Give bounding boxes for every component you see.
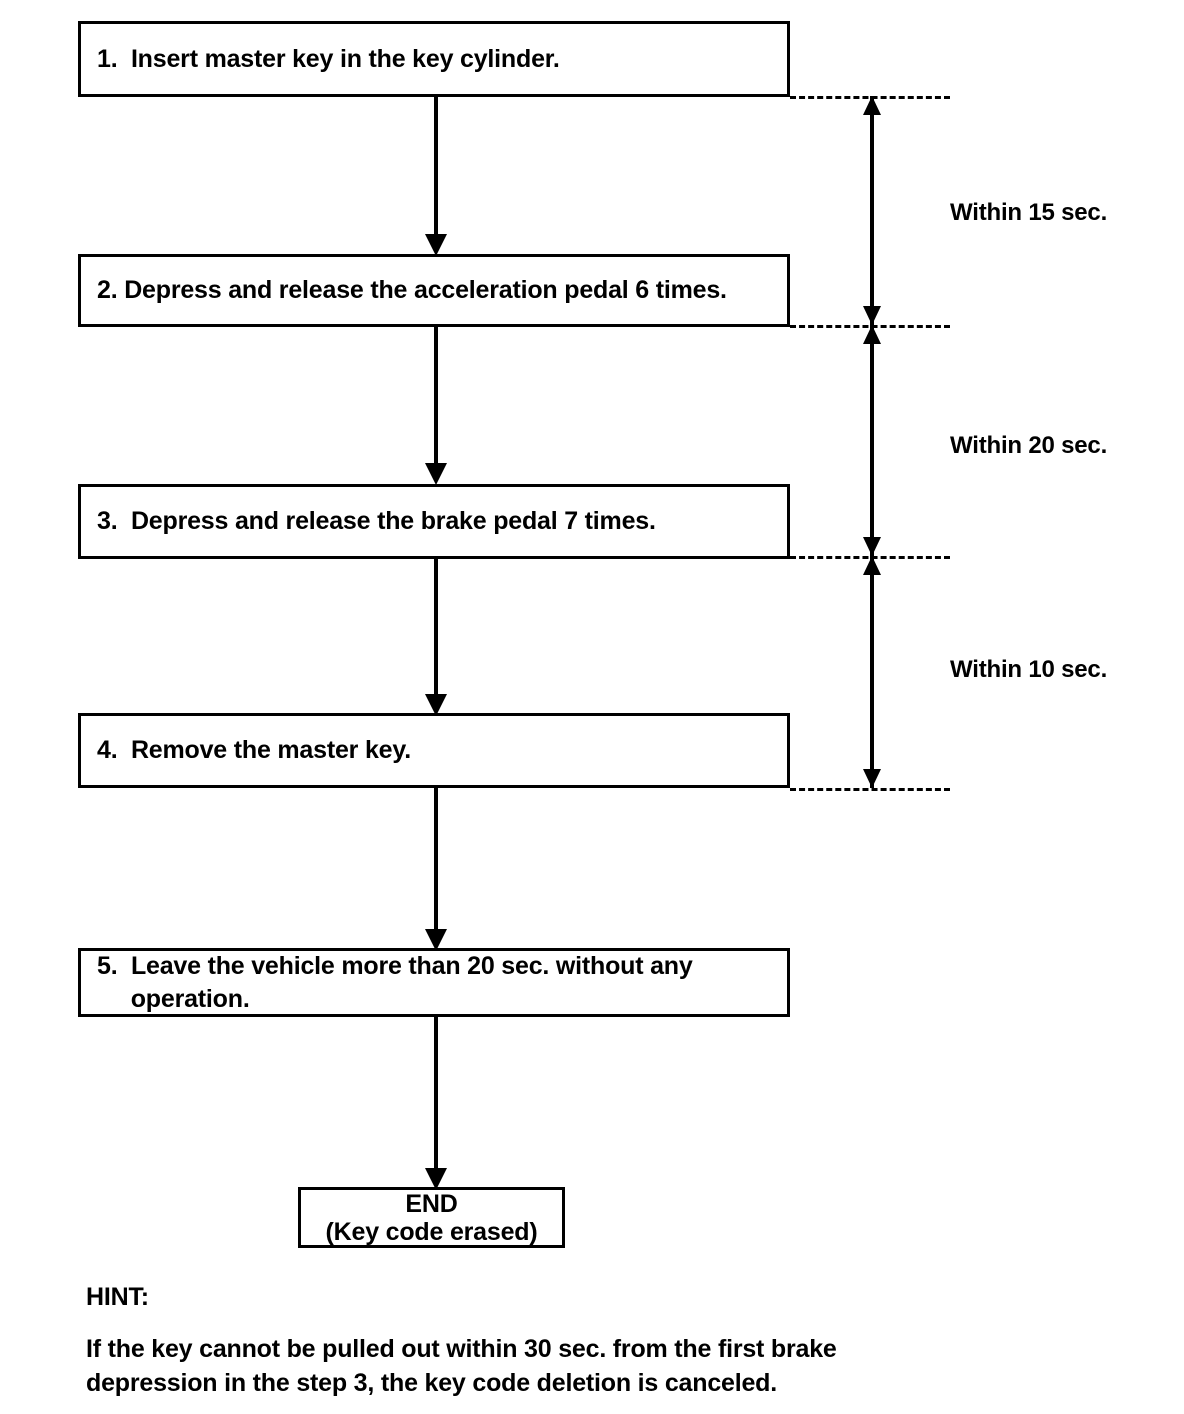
arrowhead-up-icon — [863, 96, 881, 115]
connector-step4-to-step5 — [425, 786, 447, 951]
dimension-shaft — [870, 96, 874, 325]
arrowhead-down-icon — [425, 694, 447, 716]
arrowhead-up-icon — [863, 325, 881, 344]
dimension-arrow-within-10-sec — [863, 556, 881, 788]
connector-shaft — [434, 786, 438, 931]
arrowhead-down-icon — [863, 306, 881, 325]
hint-body: If the key cannot be pulled out within 3… — [86, 1335, 837, 1397]
end-label-primary: END — [405, 1189, 458, 1218]
timing-label-within-20-sec: Within 20 sec. — [950, 432, 1108, 459]
connector-step2-to-step3 — [425, 325, 447, 485]
step-label-3: 3. Depress and release the brake pedal 7… — [97, 507, 656, 536]
step-box-5[interactable]: 5. Leave the vehicle more than 20 sec. w… — [78, 948, 790, 1017]
dimension-arrow-within-15-sec — [863, 96, 881, 325]
step-box-1[interactable]: 1. Insert master key in the key cylinder… — [78, 21, 790, 97]
dimension-shaft — [870, 556, 874, 788]
step-box-4[interactable]: 4. Remove the master key. — [78, 713, 790, 788]
connector-shaft — [434, 556, 438, 696]
step-label-5: 5. Leave the vehicle more than 20 sec. w… — [97, 952, 693, 1013]
connector-shaft — [434, 325, 438, 465]
timing-label-within-15-sec: Within 15 sec. — [950, 199, 1108, 226]
connector-step5-to-end — [425, 1014, 447, 1190]
arrowhead-down-icon — [863, 537, 881, 556]
arrowhead-down-icon — [425, 234, 447, 256]
dimension-arrow-within-20-sec — [863, 325, 881, 556]
leader-line-step4-bottom — [790, 788, 950, 791]
step-label-1: 1. Insert master key in the key cylinder… — [97, 44, 560, 73]
step-box-3[interactable]: 3. Depress and release the brake pedal 7… — [78, 484, 790, 559]
timing-label-within-10-sec: Within 10 sec. — [950, 656, 1108, 683]
connector-step1-to-step2 — [425, 96, 447, 256]
arrowhead-down-icon — [425, 929, 447, 951]
end-label-secondary: (Key code erased) — [325, 1217, 538, 1246]
step-label-4: 4. Remove the master key. — [97, 736, 411, 765]
step-label-2: 2. Depress and release the acceleration … — [97, 276, 727, 305]
connector-shaft — [434, 1014, 438, 1170]
connector-step3-to-step4 — [425, 556, 447, 716]
connector-shaft — [434, 96, 438, 236]
step-box-2[interactable]: 2. Depress and release the acceleration … — [78, 254, 790, 327]
dimension-shaft — [870, 325, 874, 556]
arrowhead-down-icon — [425, 463, 447, 485]
arrowhead-down-icon — [425, 1168, 447, 1190]
arrowhead-down-icon — [863, 769, 881, 788]
hint-title: HINT: — [86, 1283, 149, 1311]
arrowhead-up-icon — [863, 556, 881, 575]
end-box[interactable]: END (Key code erased) — [298, 1187, 565, 1248]
